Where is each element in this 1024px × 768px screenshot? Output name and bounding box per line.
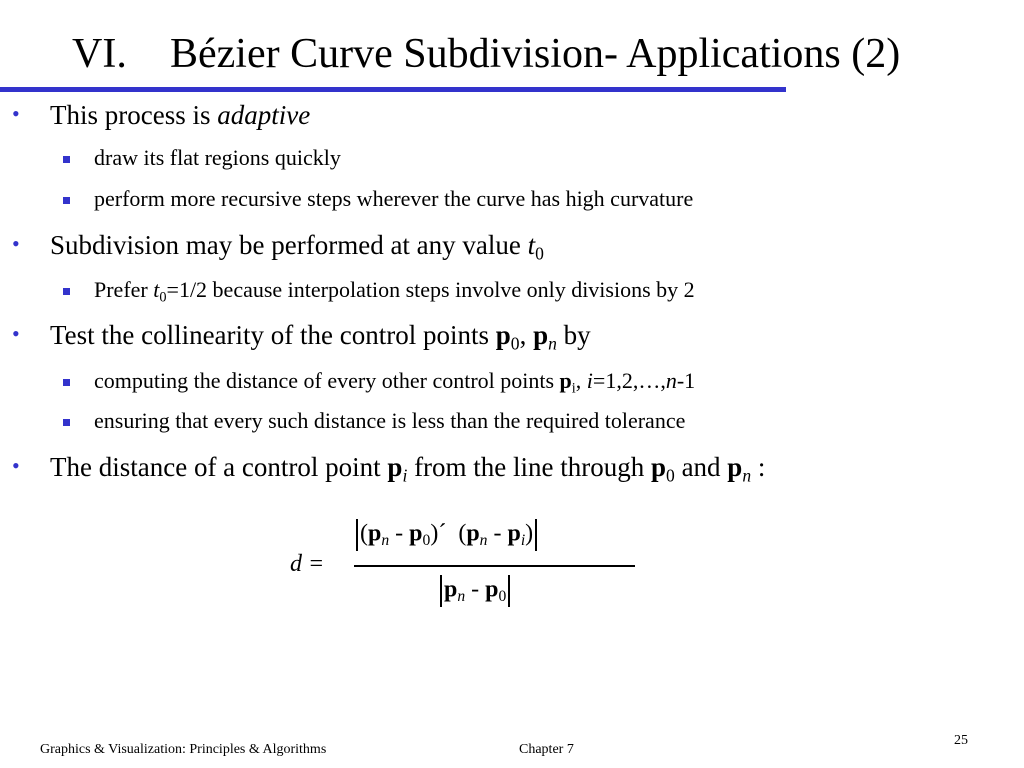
bullet-3-text: Test the collinearity of the control poi… <box>50 320 496 350</box>
bullet-4-subi: i <box>402 465 408 486</box>
bullet-2-text: Subdivision may be performed at any valu… <box>50 230 528 260</box>
bullet-1-emphasis: adaptive <box>217 100 311 130</box>
square-bullet <box>63 156 70 163</box>
times-symbol: ´ <box>438 520 447 547</box>
bullet-4-subn: n <box>742 465 752 486</box>
sub-bullet-3-2-text: ensuring that every such distance is les… <box>94 408 686 433</box>
sub: i <box>520 532 526 550</box>
footer-left: Graphics & Visualization: Principles & A… <box>40 742 327 757</box>
bullet-dot: • <box>12 321 20 346</box>
sub: n <box>457 588 466 606</box>
sub: n <box>479 532 488 550</box>
sub-bullet-3-1-pre: computing the distance of every other co… <box>94 368 560 393</box>
bullet-4-mid: from the line through <box>407 452 652 482</box>
abs-bar <box>356 519 358 551</box>
sub-bullet-2-1-post: =1/2 because interpolation steps involve… <box>166 277 695 302</box>
p-bold: p <box>409 520 423 547</box>
sub-bullet-3-1-post: -1 <box>676 368 696 393</box>
minus: - <box>389 520 410 547</box>
sub-bullet-2-1-sub: 0 <box>159 289 167 306</box>
sub-bullet-2-1-pre: Prefer <box>94 277 154 302</box>
square-bullet <box>63 379 70 386</box>
title-underline <box>0 87 786 92</box>
paren: ( <box>458 520 467 547</box>
abs-bar <box>508 575 511 607</box>
sub-bullet-2-1-var: t <box>153 277 160 302</box>
formula-lhs: d = <box>290 551 325 577</box>
minus: - <box>487 520 508 547</box>
bullet-4-post: : <box>751 452 766 482</box>
fraction-bar <box>354 565 635 567</box>
slide-title: VI. Bézier Curve Subdivision- Application… <box>72 30 900 78</box>
sub-bullet-1-2-text: perform more recursive steps wherever th… <box>94 186 694 211</box>
bullet-4-pi: p <box>387 452 403 482</box>
abs-bar <box>440 575 442 607</box>
bullet-1-text: This process is <box>50 100 218 130</box>
abs-bar <box>535 519 538 551</box>
bullet-4-pre: The distance of a control point <box>50 452 388 482</box>
square-bullet <box>63 419 70 426</box>
paren: ) <box>525 520 534 547</box>
p-bold: p <box>368 520 382 547</box>
square-bullet <box>63 288 70 295</box>
paren: ( <box>360 520 368 547</box>
bullet-4-sub0: 0 <box>666 465 675 486</box>
sub: n <box>381 532 390 550</box>
bullet-4-pn: p <box>727 452 743 482</box>
bullet-3-comma: , <box>519 320 534 350</box>
p-bold: p <box>507 520 521 547</box>
title-text: Bézier Curve Subdivision- Applications (… <box>170 31 901 77</box>
formula-numerator: (pn - p0)´ (pn - pi) <box>354 519 539 551</box>
bullet-2-var: t <box>527 230 536 260</box>
bullet-3-subn: n <box>548 333 557 354</box>
bullet-3-p0: p <box>495 320 511 350</box>
minus: - <box>465 576 486 603</box>
title-number: VI. <box>72 31 127 77</box>
bullet-2-sub: 0 <box>535 243 544 264</box>
page-number: 25 <box>954 733 968 748</box>
sub-bullet-1-1-text: draw its flat regions quickly <box>94 145 341 170</box>
bullet-3-sub0: 0 <box>510 333 520 354</box>
sub: 0 <box>422 532 431 550</box>
sub-bullet-3-1-ivar: i <box>586 368 593 393</box>
bullet-4-p0: p <box>651 452 667 482</box>
bullet-3-post: by <box>556 320 591 350</box>
sub-bullet-3-1-subi: i <box>571 380 576 397</box>
sub: 0 <box>498 588 507 606</box>
sub-bullet-3-1-range: =1,2,…, <box>592 368 666 393</box>
paren: ) <box>430 520 439 547</box>
sub-bullet-3-1-mid: , <box>575 368 587 393</box>
bullet-dot: • <box>12 231 20 256</box>
p-bold: p <box>466 520 480 547</box>
bullet-3-pn: p <box>533 320 549 350</box>
p-bold: p <box>444 576 458 603</box>
sub-bullet-3-1-nvar: n <box>665 368 677 393</box>
formula-denominator: pn - p0 <box>438 575 512 607</box>
bullet-4-and: and <box>674 452 728 482</box>
distance-formula: d = (pn - p0)´ (pn - pi) pn - p0 <box>290 515 650 625</box>
bullet-dot: • <box>12 453 20 478</box>
footer-center: Chapter 7 <box>519 742 574 757</box>
bullet-dot: • <box>12 101 20 126</box>
sub-bullet-3-1-p: p <box>559 368 572 393</box>
square-bullet <box>63 197 70 204</box>
p-bold: p <box>485 576 499 603</box>
